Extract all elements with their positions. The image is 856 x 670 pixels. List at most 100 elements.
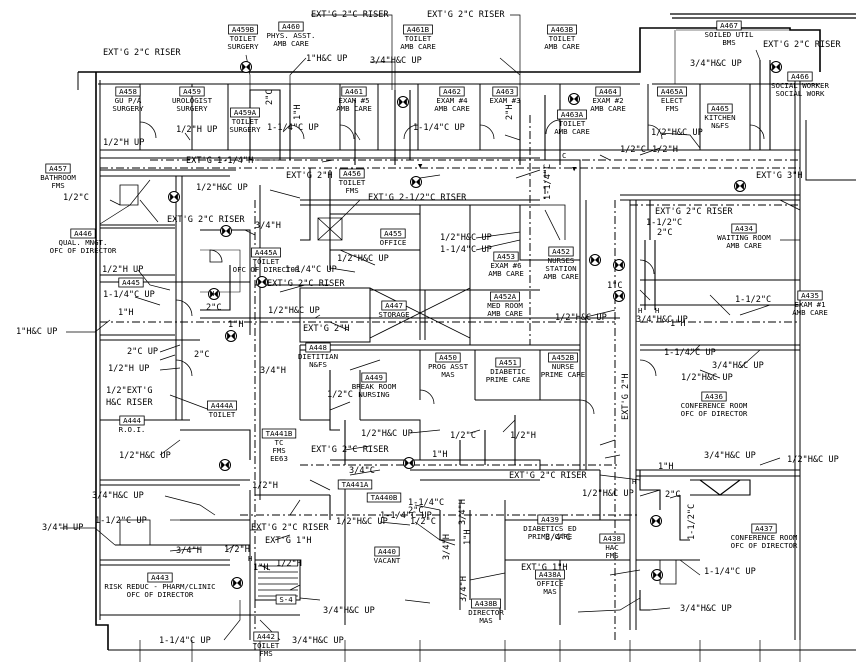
- pipe-annotations: EXT'G 2"C RISER EXT'G 2"C RISER EXT'G 2"C …: [16, 10, 841, 646]
- room-a457-tag-box: [45, 163, 71, 174]
- room-a459-l2: SURGERY: [176, 104, 208, 113]
- room-a434-tag: A434: [735, 224, 753, 233]
- room-s4-label: S-4: [275, 594, 297, 605]
- room-a436-l1: CONFERENCE ROOM: [681, 401, 748, 410]
- annotation-a54: 1/2"EXT'G: [106, 386, 153, 396]
- annotation-a10: 1-1/4"C UP: [413, 123, 465, 133]
- room-a445a-l2: OFC OF DIRECTOR: [233, 265, 300, 274]
- annotation-a91: 3/4"H: [459, 576, 469, 602]
- room-a463b-tag: A463B: [551, 25, 574, 34]
- room-a443-l1: RISK REDUC - PHARM/CLINIC: [104, 582, 215, 591]
- annotation-a39: 1"H&C UP: [16, 327, 57, 337]
- room-a445a-l1: TOILET: [253, 257, 280, 266]
- room-a451-tag: A451: [499, 358, 517, 367]
- room-a465-l2: N&FS: [711, 121, 729, 130]
- annotation-a22: 1/2"H&C UP: [440, 233, 492, 243]
- annotation-a88: 1/2"H: [276, 559, 302, 569]
- room-a459-tag-box: [179, 86, 205, 97]
- room-s4-tag: S-4: [279, 595, 293, 604]
- annotation-a80: EXT'G 2"C RISER: [509, 471, 587, 481]
- room-ta440b-tag-box: [366, 492, 402, 503]
- room-a461b-tag: A461B: [407, 25, 430, 34]
- room-ta441b-tag: TA441B: [266, 429, 293, 438]
- room-ta441a-label: TA441A: [337, 479, 373, 490]
- room-a442-tag: A442: [257, 632, 275, 641]
- room-a460-tag: A460: [282, 22, 300, 31]
- annotation-a74: EXT'G 2"C RISER: [251, 523, 329, 533]
- room-a446-tag-box: [70, 228, 96, 239]
- annotation-a12: EXT'G 1-1/4"H: [186, 156, 253, 166]
- room-a461b-l2: AMB CARE: [400, 42, 436, 51]
- annotation-a48: 1-1/2"C: [735, 295, 771, 305]
- svg-text:H: H: [632, 477, 636, 486]
- room-a463a-tag-box: [557, 109, 587, 120]
- annotation-a9: 1-1/4"C UP: [267, 123, 319, 133]
- room-a434-l2: AMB CARE: [726, 241, 762, 250]
- annotation-a53: 1/2"C: [327, 390, 353, 400]
- room-a459-tag: A459: [183, 87, 201, 96]
- room-a439-l1: DIABETICS ED: [523, 524, 576, 533]
- annotation-a61: 1"H: [432, 450, 448, 460]
- room-a438b-tag: A438B: [475, 599, 498, 608]
- room-a461b-l1: TOILET: [405, 34, 432, 43]
- room-a463a-l1: TOILET: [559, 119, 586, 128]
- room-a463b-l2: AMB CARE: [544, 42, 580, 51]
- room-s4-tag-box: [275, 594, 297, 605]
- annotation-a64: 1/2"H&C UP: [787, 455, 839, 465]
- annotation-a65: 1"H: [658, 462, 674, 472]
- room-a462-tag: A462: [443, 87, 461, 96]
- room-a436-l2: OFC OF DIRECTOR: [681, 409, 748, 418]
- room-a434-l1: WAITING ROOM: [717, 233, 771, 242]
- room-a458-tag: A458: [119, 87, 137, 96]
- annotation-a67: 1/2"H&C UP: [582, 489, 634, 499]
- room-a443-tag: A443: [151, 573, 169, 582]
- room-a452-tag: A452: [552, 247, 570, 256]
- room-a464-l1: EXAM #2: [592, 96, 623, 105]
- annotation-a26: EXT'G 2"C RISER: [655, 207, 733, 217]
- room-a437-tag: A437: [755, 524, 773, 533]
- annotation-a83: 3/4"H&C UP: [680, 604, 732, 614]
- annotation-a79: 2"C: [408, 506, 424, 516]
- room-a462-l2: AMB CARE: [434, 104, 470, 113]
- room-a440-l1: VACANT: [374, 556, 401, 565]
- annotation-a60: EXT'G 2"C RISER: [311, 445, 389, 455]
- room-a452-l1: NURSES: [548, 256, 575, 265]
- annotation-a73: 1/2"H: [224, 545, 250, 555]
- room-a438-l2: FMS: [605, 551, 618, 560]
- room-ta441b-l3: EE63: [270, 454, 288, 463]
- annotation-a57: 1/2"H&C UP: [361, 429, 413, 439]
- room-a452b-tag-box: [548, 352, 578, 363]
- room-a437-l1: CONFERENCE ROOM: [731, 533, 798, 542]
- annotation-a63: 1/2"H: [252, 481, 278, 491]
- leader-lines: [60, 14, 781, 641]
- room-a450-l2: MAS: [441, 370, 454, 379]
- annotation-a28: 1/2"H&C UP: [337, 254, 389, 264]
- room-a453-tag-box: [493, 251, 519, 262]
- room-a459b-l1: TOILET: [230, 34, 257, 43]
- annotation-a84: 3/4"H: [458, 499, 468, 525]
- room-a438-l1: HAC: [605, 543, 618, 552]
- room-a457-tag: A457: [49, 164, 67, 173]
- annotation-a78: 1-1/4"C UP: [380, 511, 432, 521]
- annotation-a81: EXT'G 1"H: [521, 563, 568, 573]
- room-a435-l1: EXAM #1: [794, 300, 825, 309]
- room-ta441b-tag-box: [261, 428, 297, 439]
- room-a438-tag-box: [599, 533, 625, 544]
- annotation-a21: 1/2"H&C UP: [196, 183, 248, 193]
- room-a445-tag-box: [118, 277, 144, 288]
- room-a460-l1: PHYS. ASST.: [267, 31, 316, 40]
